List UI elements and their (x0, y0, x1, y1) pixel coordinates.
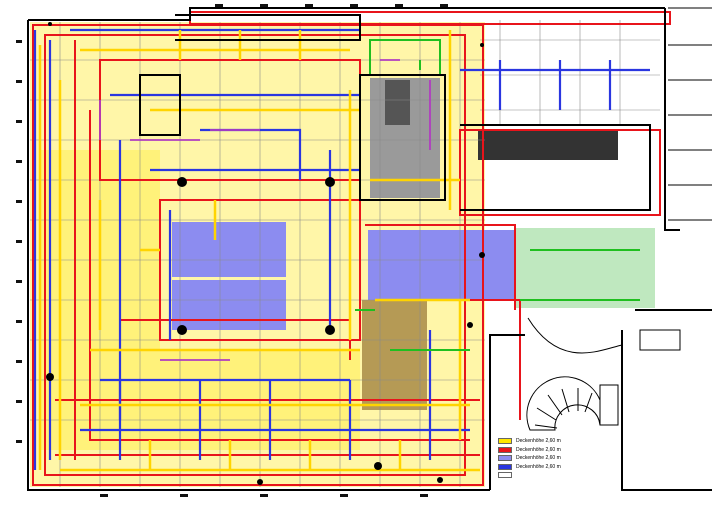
legend-swatch (498, 455, 512, 462)
zone-gray-hatch (362, 300, 427, 410)
zone-dark-core (385, 80, 410, 125)
right-wing (527, 7, 712, 354)
annotation-marks (16, 4, 448, 497)
legend-row (498, 471, 608, 480)
legend-row: Deckenhöhe 2,60 m (498, 446, 608, 455)
blue-ducts (33, 28, 650, 470)
zone-blue-center (368, 230, 518, 300)
legend-label: Deckenhöhe 2,60 m (516, 446, 561, 453)
spiral-staircase (526, 376, 619, 431)
legend-swatch (498, 446, 512, 453)
purple-ducts (99, 59, 431, 361)
legend-label: Deckenhöhe 2,60 m (516, 463, 561, 470)
legend-row: Deckenhöhe 2,60 m (498, 454, 608, 463)
structural-columns (46, 22, 485, 485)
legend: Deckenhöhe 2,60 m Deckenhöhe 2,60 m Deck… (498, 437, 608, 480)
legend-row: Deckenhöhe 2,60 m (498, 437, 608, 446)
legend-swatch (498, 463, 512, 470)
zone-blue-meeting-b (172, 280, 286, 330)
legend-swatch (498, 472, 512, 479)
zone-blue-meeting-a (172, 222, 286, 277)
zone-green (515, 228, 655, 308)
zone-dark-hatch (478, 130, 618, 160)
building-walls (27, 7, 712, 491)
fill-zones (30, 22, 655, 487)
legend-label: Deckenhöhe 2,60 m (516, 438, 561, 445)
yellow-ducts (38, 30, 480, 472)
legend-label: Deckenhöhe 2,60 m (516, 455, 561, 462)
legend-swatch (498, 438, 512, 445)
legend-row: Deckenhöhe 2,60 m (498, 463, 608, 472)
